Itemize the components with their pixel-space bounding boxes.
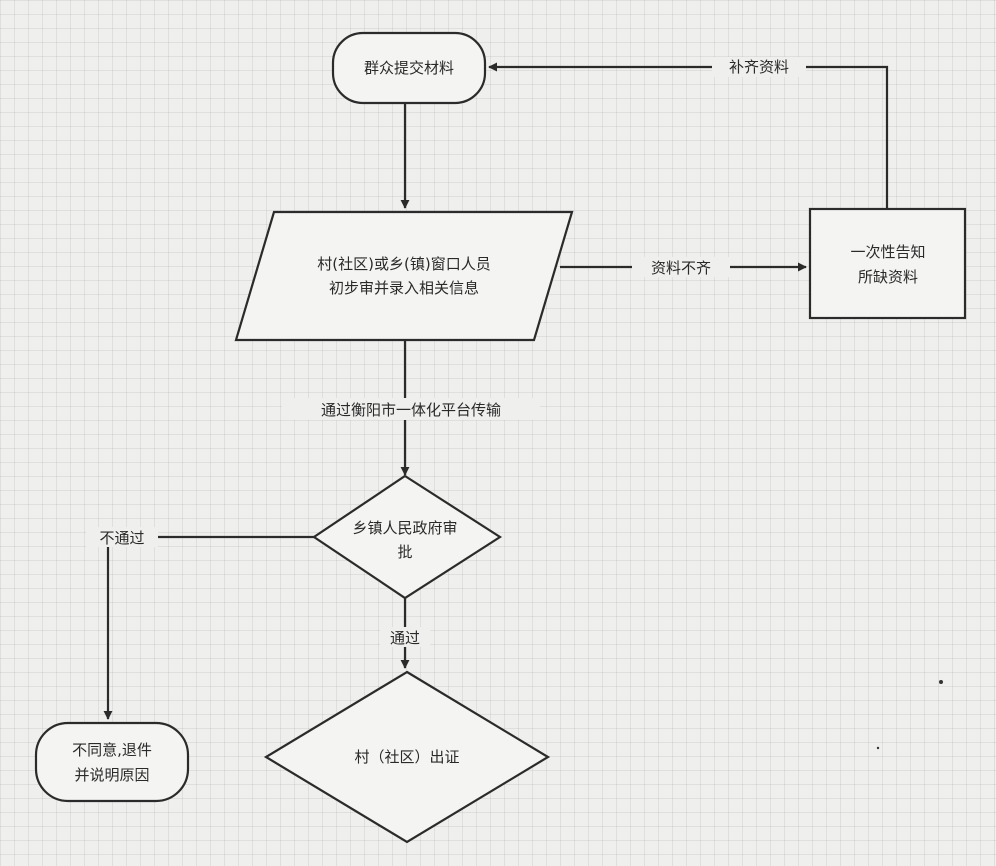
incomplete-label-bg [632,257,730,277]
node-notify-line2: 所缺资料 [858,268,918,286]
node-issue-label: 村（社区）出证 [354,748,459,766]
node-initial-review-line2: 初步审并录入相关信息 [329,279,479,297]
edge-notify-to-submit [488,62,889,209]
scan-speck [939,680,943,684]
edge-label-supplement: 补齐资料 [729,58,789,76]
node-submit-label: 群众提交材料 [364,59,454,77]
edge-label-incomplete: 资料不齐 [651,259,711,277]
pass-label-bg [380,627,430,647]
fail-label-bg [86,527,158,547]
node-submit [331,31,487,105]
node-notify [808,207,967,320]
node-reject-line1: 不同意,退件 [72,741,152,759]
node-issue [263,670,551,844]
node-township-review [312,474,503,600]
node-township-review-line1: 乡镇人民政府审 [352,519,457,537]
edge-label-pass: 通过 [390,629,420,647]
scan-speck [876,746,880,750]
node-reject-line2: 并说明原因 [74,766,149,784]
edge-label-fail: 不通过 [99,529,144,547]
edge-township-to-reject [103,535,314,720]
edge-label-transmit: 通过衡阳市一体化平台传输 [321,401,501,419]
node-notify-line1: 一次性告知 [850,243,925,261]
node-initial-review [234,210,574,342]
transmit-label-bg [282,398,540,420]
node-township-review-line2: 批 [397,543,412,561]
node-reject [34,721,190,803]
supplement-label-bg [712,57,806,77]
node-initial-review-line1: 村(社区)或乡(镇)窗口人员 [317,255,490,273]
